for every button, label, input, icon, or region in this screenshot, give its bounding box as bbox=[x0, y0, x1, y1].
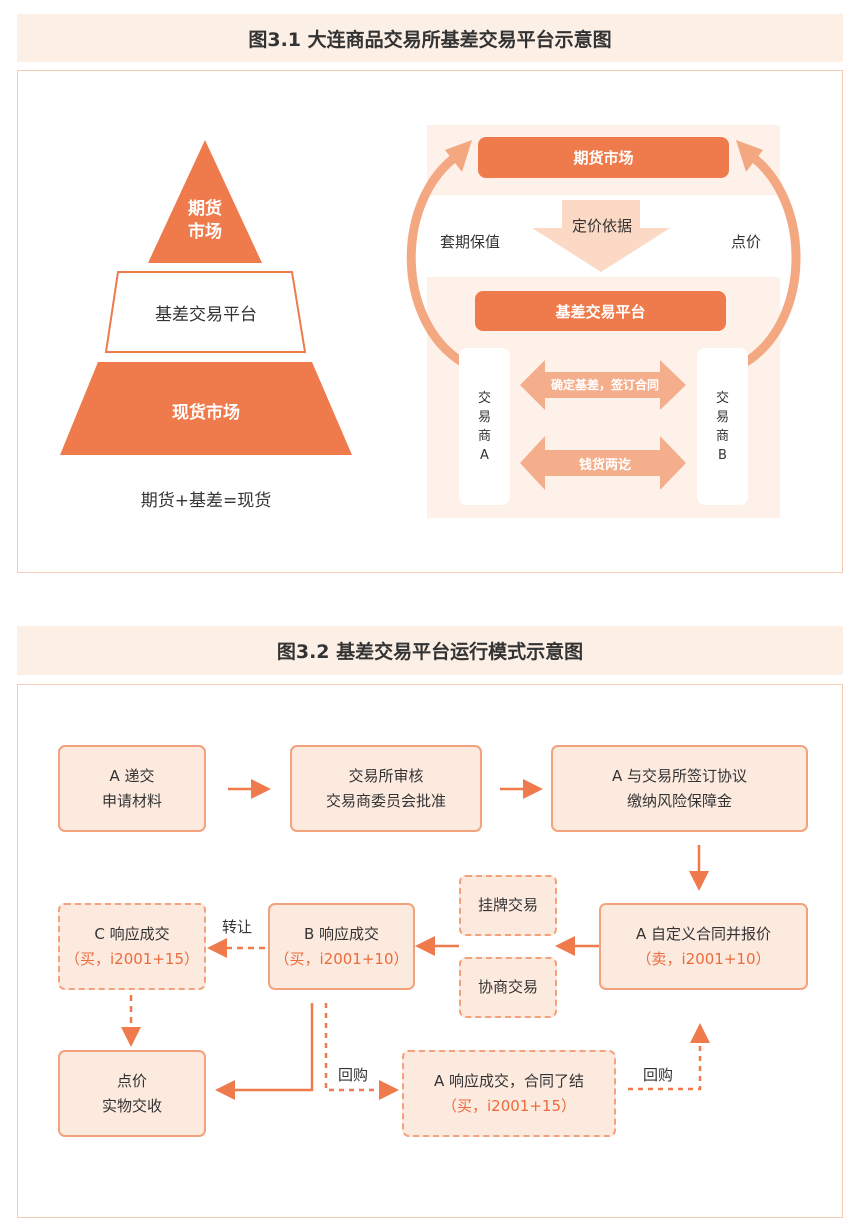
c-response-line1: C 响应成交 bbox=[94, 924, 170, 943]
step-review: 交易所审核交易商委员会批准 bbox=[290, 745, 482, 832]
buyback-label-1: 回购 bbox=[338, 1066, 369, 1084]
pricing-arc bbox=[743, 151, 801, 366]
trader-b-char: 商 bbox=[715, 428, 729, 444]
step-apply: A 递交申请材料 bbox=[58, 745, 206, 832]
trader-b-char: 交 bbox=[715, 390, 729, 406]
negotiated-trade-box: 协商交易 bbox=[459, 957, 557, 1018]
delivery-line1: 点价 bbox=[116, 1071, 147, 1090]
trader-b-char: 易 bbox=[715, 409, 729, 425]
pyramid-bottom-label: 现货市场 bbox=[172, 403, 240, 423]
fig1-title-text: 图3.1 大连商品交易所基差交易平台示意图 bbox=[248, 28, 612, 51]
fig2-title-text: 图3.2 基差交易平台运行模式示意图 bbox=[276, 641, 584, 663]
a-response-line2: （买，i2001+15） bbox=[442, 1096, 576, 1115]
fig1-title: 图3.1 大连商品交易所基差交易平台示意图 bbox=[17, 14, 843, 62]
trader-b-char: B bbox=[718, 447, 727, 463]
pricing-label: 点价 bbox=[730, 233, 761, 251]
step-agreement: A 与交易所签订协议缴纳风险保障金 bbox=[551, 745, 808, 832]
basis-platform-box: 基差交易平台 bbox=[475, 291, 726, 331]
hedging-arrowhead bbox=[445, 140, 472, 172]
pyramid-top-label: 期货 市场 bbox=[170, 198, 240, 244]
fig2-title: 图3.2 基差交易平台运行模式示意图 bbox=[17, 626, 843, 675]
hedging-arc bbox=[406, 151, 465, 366]
trader-a-char: 交 bbox=[477, 390, 491, 406]
delivery-line2: 实物交收 bbox=[101, 1096, 162, 1115]
b-response-line1: B 响应成交 bbox=[303, 924, 380, 943]
step-apply-line2: 申请材料 bbox=[101, 791, 162, 810]
delivery-box: 点价实物交收 bbox=[58, 1050, 206, 1137]
pricing-basis-label: 定价依据 bbox=[571, 217, 632, 235]
buyback-label-2: 回购 bbox=[643, 1066, 674, 1084]
contract-arrow-label: 确定基差，签订合同 bbox=[550, 378, 659, 392]
formula: 期货+基差=现货 bbox=[140, 491, 272, 511]
pricing-arrowhead bbox=[736, 140, 763, 172]
pyramid-top-line2: 市场 bbox=[188, 222, 222, 242]
trader-a-char: 易 bbox=[477, 409, 491, 425]
step-apply-line1: A 递交 bbox=[109, 766, 155, 785]
trader-a-char: A bbox=[480, 447, 489, 463]
transfer-label: 转让 bbox=[222, 918, 253, 936]
step-review-line1: 交易所审核 bbox=[348, 766, 424, 785]
pyramid-top bbox=[148, 140, 262, 263]
pyramid-middle bbox=[104, 271, 307, 353]
settle-arrow-label: 钱货两讫 bbox=[578, 458, 631, 473]
step-agreement-line1: A 与交易所签订协议 bbox=[611, 766, 748, 785]
c-response-line2: （买，i2001+15） bbox=[65, 949, 199, 968]
c-response-box: C 响应成交 （买，i2001+15） bbox=[58, 903, 206, 990]
b-response-box: B 响应成交 （买，i2001+10） bbox=[268, 903, 415, 990]
hedging-label: 套期保值 bbox=[439, 233, 500, 251]
futures-market-box: 期货市场 bbox=[478, 137, 729, 178]
pyramid-bottom bbox=[60, 362, 352, 455]
pricing-arrow bbox=[532, 200, 670, 272]
step-review-line2: 交易商委员会批准 bbox=[325, 791, 446, 810]
contract-arrow bbox=[520, 360, 686, 410]
settle-arrow bbox=[520, 436, 686, 490]
a-response-box: A 响应成交，合同了结 （买，i2001+15） bbox=[402, 1050, 616, 1137]
b-response-line2: （买，i2001+10） bbox=[274, 949, 409, 968]
step-quote-line2: （卖，i2001+10） bbox=[636, 949, 771, 968]
step-quote: A 自定义合同并报价 （卖，i2001+10） bbox=[599, 903, 808, 990]
step-quote-line1: A 自定义合同并报价 bbox=[635, 924, 772, 943]
pyramid-middle-label: 基差交易平台 bbox=[155, 305, 257, 325]
listed-trade-box: 挂牌交易 bbox=[459, 875, 557, 936]
trader-a-char: 商 bbox=[477, 428, 491, 444]
pyramid-top-line1: 期货 bbox=[188, 199, 222, 219]
step-agreement-line2: 缴纳风险保障金 bbox=[626, 791, 732, 810]
a-response-line1: A 响应成交，合同了结 bbox=[433, 1071, 585, 1090]
